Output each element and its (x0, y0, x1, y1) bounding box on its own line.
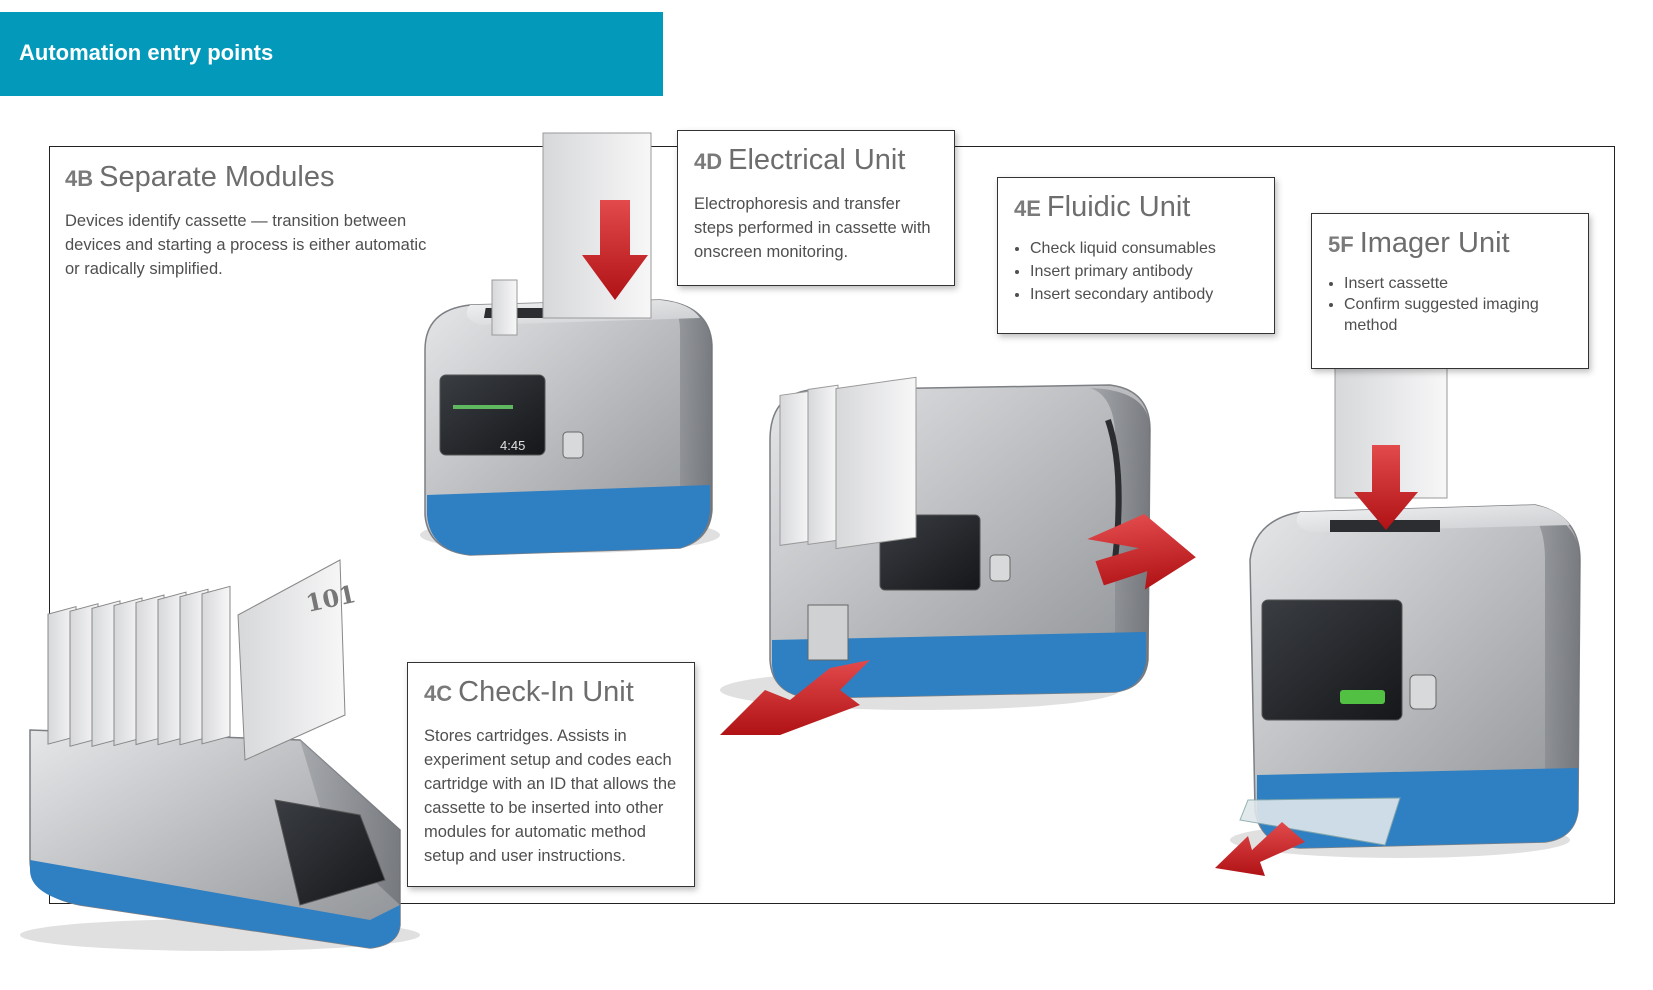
callout-title-text: Check-In Unit (458, 676, 634, 708)
callout-title-text: Imager Unit (1359, 227, 1510, 259)
callout-code: 4E (1014, 196, 1041, 221)
callout-description: Electrophoresis and transfer steps perfo… (694, 194, 931, 261)
callout-list: Check liquid consumables Insert primary … (1014, 237, 1258, 306)
callout-code: 4D (694, 149, 723, 174)
checkin-unit-device: 101 (20, 559, 420, 951)
callout-description: Devices identify cassette — transition b… (65, 211, 427, 278)
callout-code: 5F (1328, 232, 1354, 257)
electrical-unit-device: 4:45 (420, 132, 720, 556)
callout-title-text: Electrical Unit (728, 144, 906, 176)
list-item: Insert cassette (1344, 273, 1572, 294)
page-title: Automation entry points (19, 40, 274, 65)
list-item: Insert secondary antibody (1030, 283, 1258, 306)
list-item: Check liquid consumables (1030, 237, 1258, 260)
callout-title-text: Separate Modules (99, 161, 335, 193)
callout-title-text: Fluidic Unit (1046, 191, 1191, 223)
callout-code: 4B (65, 166, 94, 191)
callout-description: Stores cartridges. Assists in experiment… (424, 726, 677, 865)
list-item: Confirm suggested imaging method (1344, 294, 1572, 336)
fluidic-unit-device (720, 376, 1196, 735)
header-bar (0, 12, 663, 96)
electrical-screen-readout: 4:45 (500, 438, 525, 453)
callout-code: 4C (424, 681, 453, 706)
list-item: Insert primary antibody (1030, 260, 1258, 283)
imager-unit-device (1215, 357, 1581, 876)
callout-list: Insert cassette Confirm suggested imagin… (1328, 273, 1572, 336)
